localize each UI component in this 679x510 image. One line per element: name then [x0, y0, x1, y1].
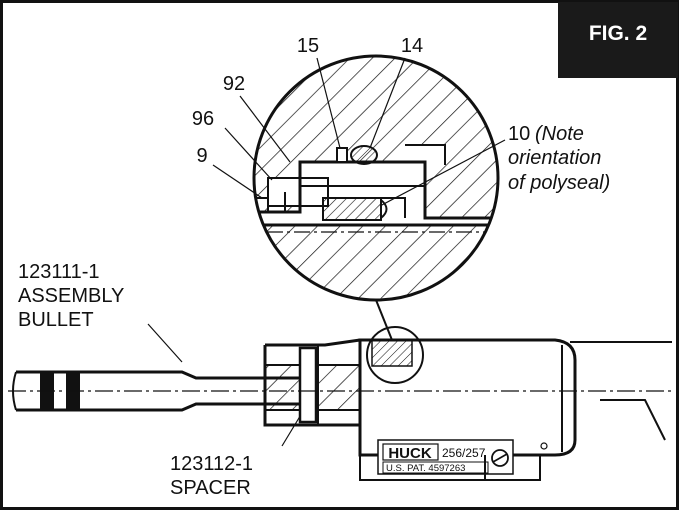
figure-label: FIG. 2: [589, 22, 647, 45]
nameplate-patent: U.S. PAT. 4597263: [386, 463, 465, 474]
callout-spacer-part: 123112-1: [170, 453, 253, 475]
callout-92: 92: [223, 73, 245, 95]
o-ring-14: [350, 145, 378, 165]
callout-bullet-part: 123111-1: [18, 261, 100, 283]
callout-bullet-line-2: ASSEMBLY: [18, 285, 124, 307]
tool-assembly: HUCK 256/257 U.S. PAT. 4597263: [8, 326, 672, 481]
callout-15: 15: [297, 35, 319, 57]
callout-10: 10: [508, 123, 530, 145]
magnified-detail-view: [252, 54, 500, 341]
nameplate-model: 256/257: [442, 446, 486, 460]
callout-10-note-1: (Note: [535, 123, 584, 145]
backup-ring-15: [336, 147, 348, 163]
figure-badge: FIG. 2: [558, 2, 678, 78]
callout-9: 9: [196, 145, 207, 167]
nameplate-brand: HUCK: [388, 445, 431, 462]
callout-spacer-line-2: SPACER: [170, 477, 251, 499]
callout-bullet-line-3: BULLET: [18, 309, 94, 331]
hole-icon: [540, 442, 548, 450]
leader-lines: [147, 57, 506, 447]
nameplate: HUCK 256/257 U.S. PAT. 4597263: [377, 439, 514, 475]
callout-labels: 15 14 92 96 9 10 (Note orientation of po…: [18, 35, 610, 499]
callout-96: 96: [192, 108, 214, 130]
callout-10-note-3: of polyseal): [508, 172, 610, 194]
callout-14: 14: [401, 35, 423, 57]
tool-body: [358, 338, 577, 457]
spacer-123112-1: [298, 346, 318, 424]
callout-10-note-2: orientation: [508, 147, 601, 169]
